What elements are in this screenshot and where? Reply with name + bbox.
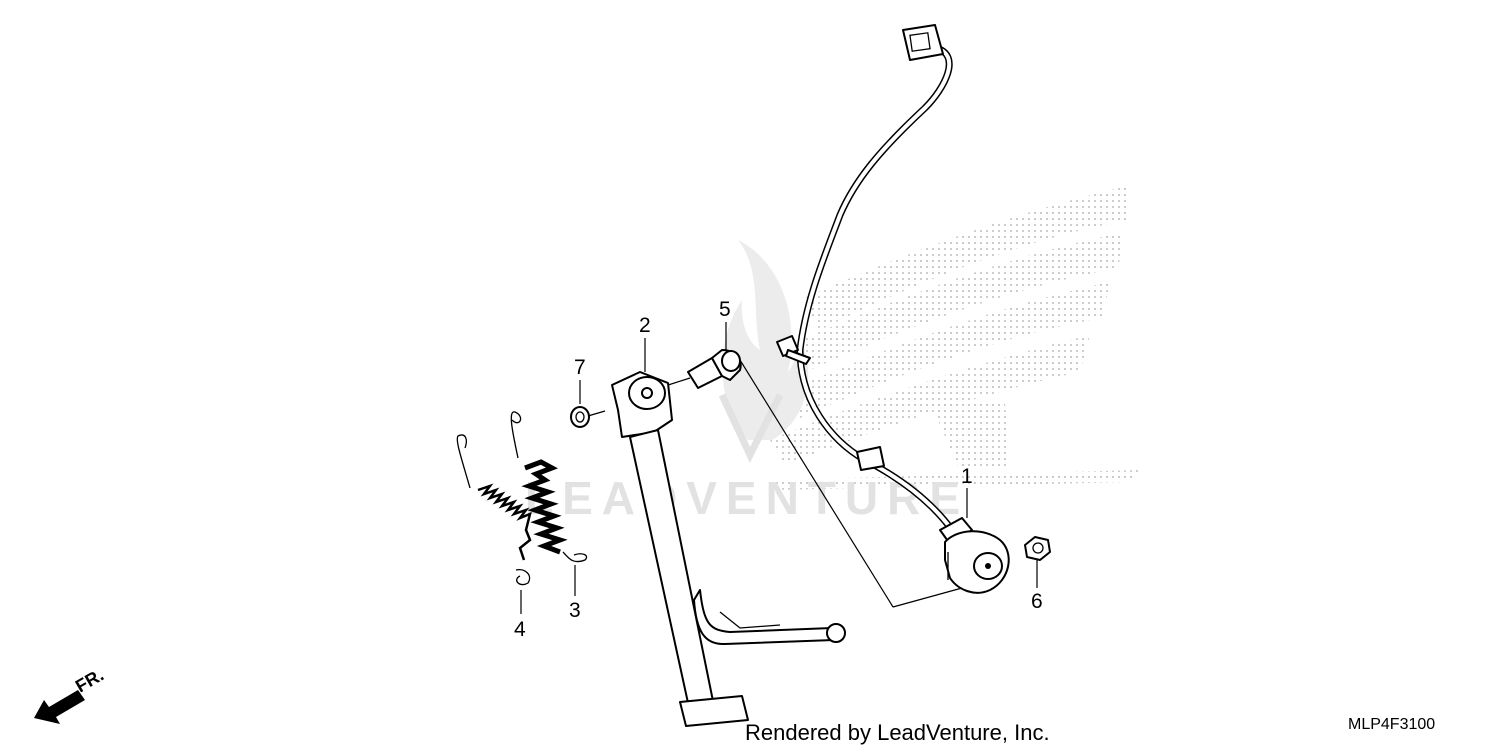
harness-connector [902, 24, 944, 61]
callout-1: 1 [961, 465, 973, 488]
spring-small [456, 434, 532, 586]
callout-leaders [520, 322, 1038, 614]
side-stand-switch [939, 517, 1010, 594]
front-direction-arrow: FR. [34, 665, 107, 724]
pivot-bolt [687, 349, 742, 389]
switch-bolt [1024, 536, 1051, 561]
callout-2: 2 [639, 314, 651, 337]
leadventure-watermark: LEADVENTURE [525, 240, 969, 524]
brand-wing-watermark [770, 186, 1140, 490]
harness-band [856, 446, 885, 471]
side-stand-switch-harness [776, 24, 956, 534]
side-stand [611, 371, 846, 727]
callout-5: 5 [719, 298, 731, 321]
watermark-text: LEADVENTURE [525, 472, 969, 524]
spring-large [510, 411, 588, 563]
harness-clip [776, 335, 811, 365]
callout-4: 4 [514, 618, 526, 641]
callout-6: 6 [1031, 590, 1043, 613]
callout-7: 7 [574, 356, 586, 379]
washer [570, 406, 590, 428]
diagram-code: MLP4F3100 [1348, 716, 1435, 733]
callout-3: 3 [569, 599, 581, 622]
rendered-by-footer: Rendered by LeadVenture, Inc. [745, 720, 1050, 745]
